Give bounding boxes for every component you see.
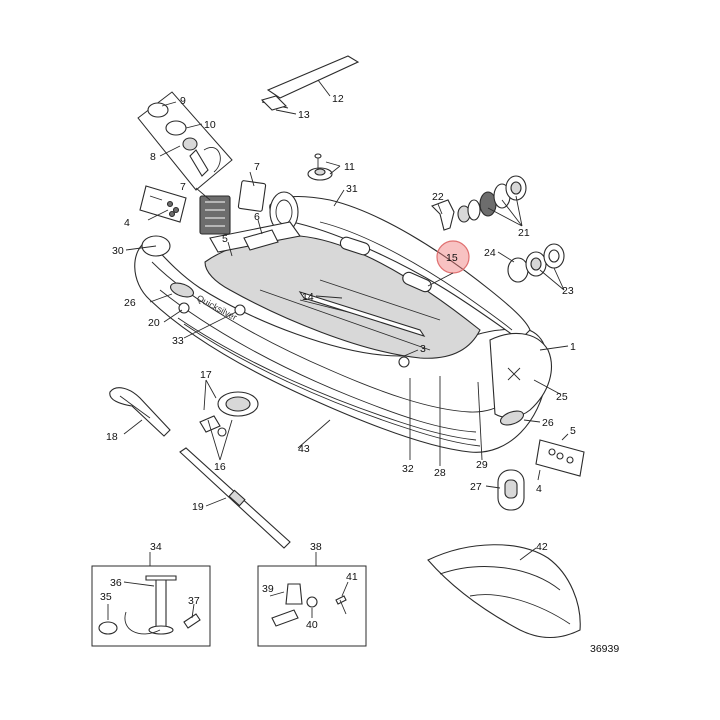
- transom-plate-part: [243, 229, 279, 251]
- repair-kit-box: [257, 565, 367, 647]
- callout-29: 29: [476, 459, 488, 471]
- callout-23: 23: [562, 285, 574, 297]
- deck-fitting-part: [307, 153, 333, 181]
- inflatable-boat-hull: Quicksilver: [134, 191, 552, 453]
- callout-9: 9: [180, 95, 186, 107]
- callout-5: 5: [570, 425, 576, 437]
- callout-5: 5: [222, 233, 228, 245]
- boat-cover-part: [427, 544, 581, 638]
- callout-31: 31: [346, 183, 358, 195]
- callout-28: 28: [434, 467, 446, 479]
- cleat-part: [497, 469, 525, 511]
- callout-34: 34: [150, 541, 162, 553]
- valve-assembly-part: [137, 91, 233, 191]
- callout-20: 20: [148, 317, 160, 329]
- callout-19: 19: [192, 501, 204, 513]
- callout-16: 16: [214, 461, 226, 473]
- callout-7: 7: [180, 181, 186, 193]
- oar-blade-part: [109, 387, 171, 437]
- drain-plug-part: [507, 243, 565, 283]
- pump-kit-box: [91, 565, 211, 647]
- callout-1: 1: [570, 341, 576, 353]
- callout-43: 43: [298, 443, 310, 455]
- callout-21: 21: [518, 227, 530, 239]
- callout-42: 42: [536, 541, 548, 553]
- callout-25: 25: [556, 391, 568, 403]
- callout-4: 4: [536, 483, 542, 495]
- callout-22: 22: [432, 191, 444, 203]
- callout-26: 26: [542, 417, 554, 429]
- callout-30: 30: [112, 245, 124, 257]
- callout-41: 41: [346, 571, 358, 583]
- callout-33: 33: [172, 335, 184, 347]
- mounting-plate-part: [535, 439, 585, 477]
- callout-37: 37: [188, 595, 200, 607]
- seat-plank-part: [260, 55, 360, 111]
- inflation-valve-part: [431, 175, 527, 231]
- callout-7: 7: [254, 161, 260, 173]
- callout-39: 39: [262, 583, 274, 595]
- callout-6: 6: [254, 211, 260, 223]
- callout-8: 8: [150, 151, 156, 163]
- repair-patch-part: [199, 180, 267, 235]
- callout-36: 36: [110, 577, 122, 589]
- callout-14: 14: [302, 291, 314, 303]
- callout-17: 17: [200, 369, 212, 381]
- callout-35: 35: [100, 591, 112, 603]
- callout-38: 38: [310, 541, 322, 553]
- callout-32: 32: [402, 463, 414, 475]
- callout-10: 10: [204, 119, 216, 131]
- callout-4: 4: [124, 217, 130, 229]
- callout-26: 26: [124, 297, 136, 309]
- callout-24: 24: [484, 247, 496, 259]
- callout-3: 3: [420, 343, 426, 355]
- callout-labels: 1 3 4 4 5 5 6 7 7 8 9 10 11 12 13 14 15 …: [100, 93, 576, 631]
- name-plate-part: [139, 185, 187, 223]
- callout-18: 18: [106, 431, 118, 443]
- callout-11: 11: [344, 161, 355, 173]
- document-number: 36939: [590, 643, 619, 655]
- callout-13: 13: [298, 109, 310, 121]
- leader-lines: [107, 79, 569, 620]
- callout-27: 27: [470, 481, 482, 493]
- callout-40: 40: [306, 619, 318, 631]
- oar-shaft-part: [179, 447, 291, 549]
- callout-15: 15: [446, 252, 458, 264]
- oarlock-part: [199, 391, 259, 437]
- callout-12: 12: [332, 93, 344, 105]
